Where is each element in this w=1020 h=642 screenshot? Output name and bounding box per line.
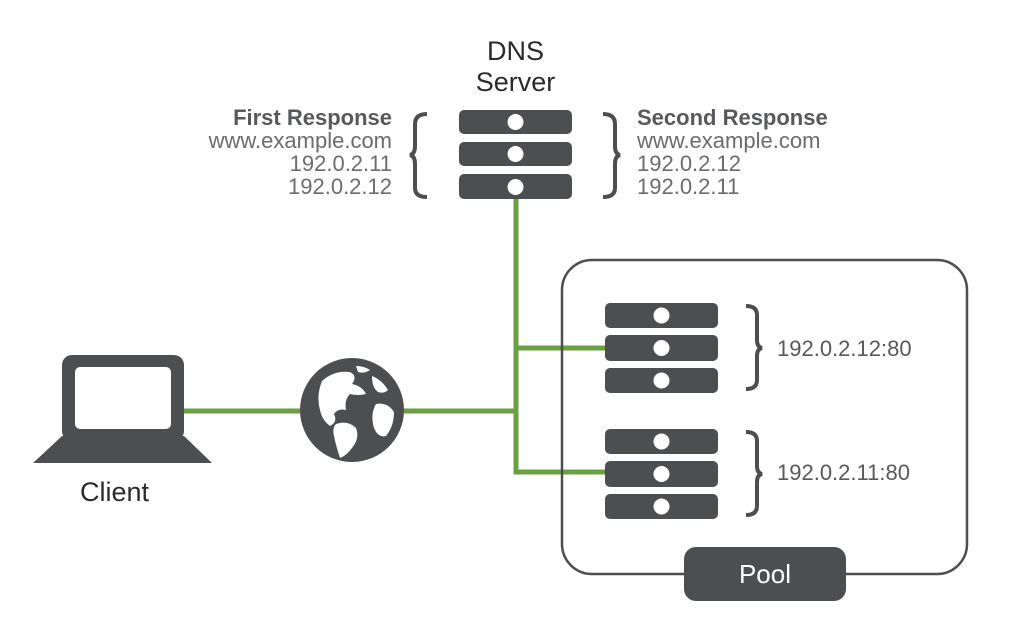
pool-member-2-server-icon[interactable]	[605, 429, 718, 519]
second-response-block: Second Response www.example.com 192.0.2.…	[637, 106, 828, 198]
second-response-domain: www.example.com	[637, 128, 821, 153]
dns-server-icon[interactable]	[459, 110, 572, 199]
pool-member-1-brace-icon	[745, 304, 763, 391]
first-response-record-2: 192.0.2.12	[288, 174, 392, 199]
pool-member-1-address: 192.0.2.12:80	[777, 336, 912, 361]
right-brace-icon	[602, 112, 621, 199]
dns-server-title-line1: DNS	[486, 36, 544, 66]
first-response-heading: First Response	[233, 105, 392, 130]
first-response-domain: www.example.com	[208, 128, 392, 153]
pool-label-badge[interactable]	[684, 547, 846, 601]
dns-server-title: DNS Server	[455, 36, 576, 98]
client-laptop-icon[interactable]	[33, 355, 212, 463]
dns-server-title-line2: Server	[475, 67, 556, 97]
second-response-record-1: 192.0.2.12	[637, 151, 741, 176]
first-response-block: First Response www.example.com 192.0.2.1…	[209, 106, 392, 198]
pool-label: Pool	[738, 559, 792, 589]
internet-globe-icon[interactable]	[300, 358, 404, 462]
pool-member-2-address: 192.0.2.11:80	[777, 460, 910, 485]
second-response-record-2: 192.0.2.11	[637, 174, 740, 199]
network-links	[180, 198, 607, 475]
pool-member-1-server-icon[interactable]	[605, 303, 718, 393]
second-response-heading: Second Response	[637, 105, 828, 130]
first-response-record-1: 192.0.2.11	[289, 151, 392, 176]
left-brace-icon	[409, 112, 428, 199]
pool-member-2-brace-icon	[745, 430, 763, 517]
client-label: Client	[80, 477, 150, 507]
